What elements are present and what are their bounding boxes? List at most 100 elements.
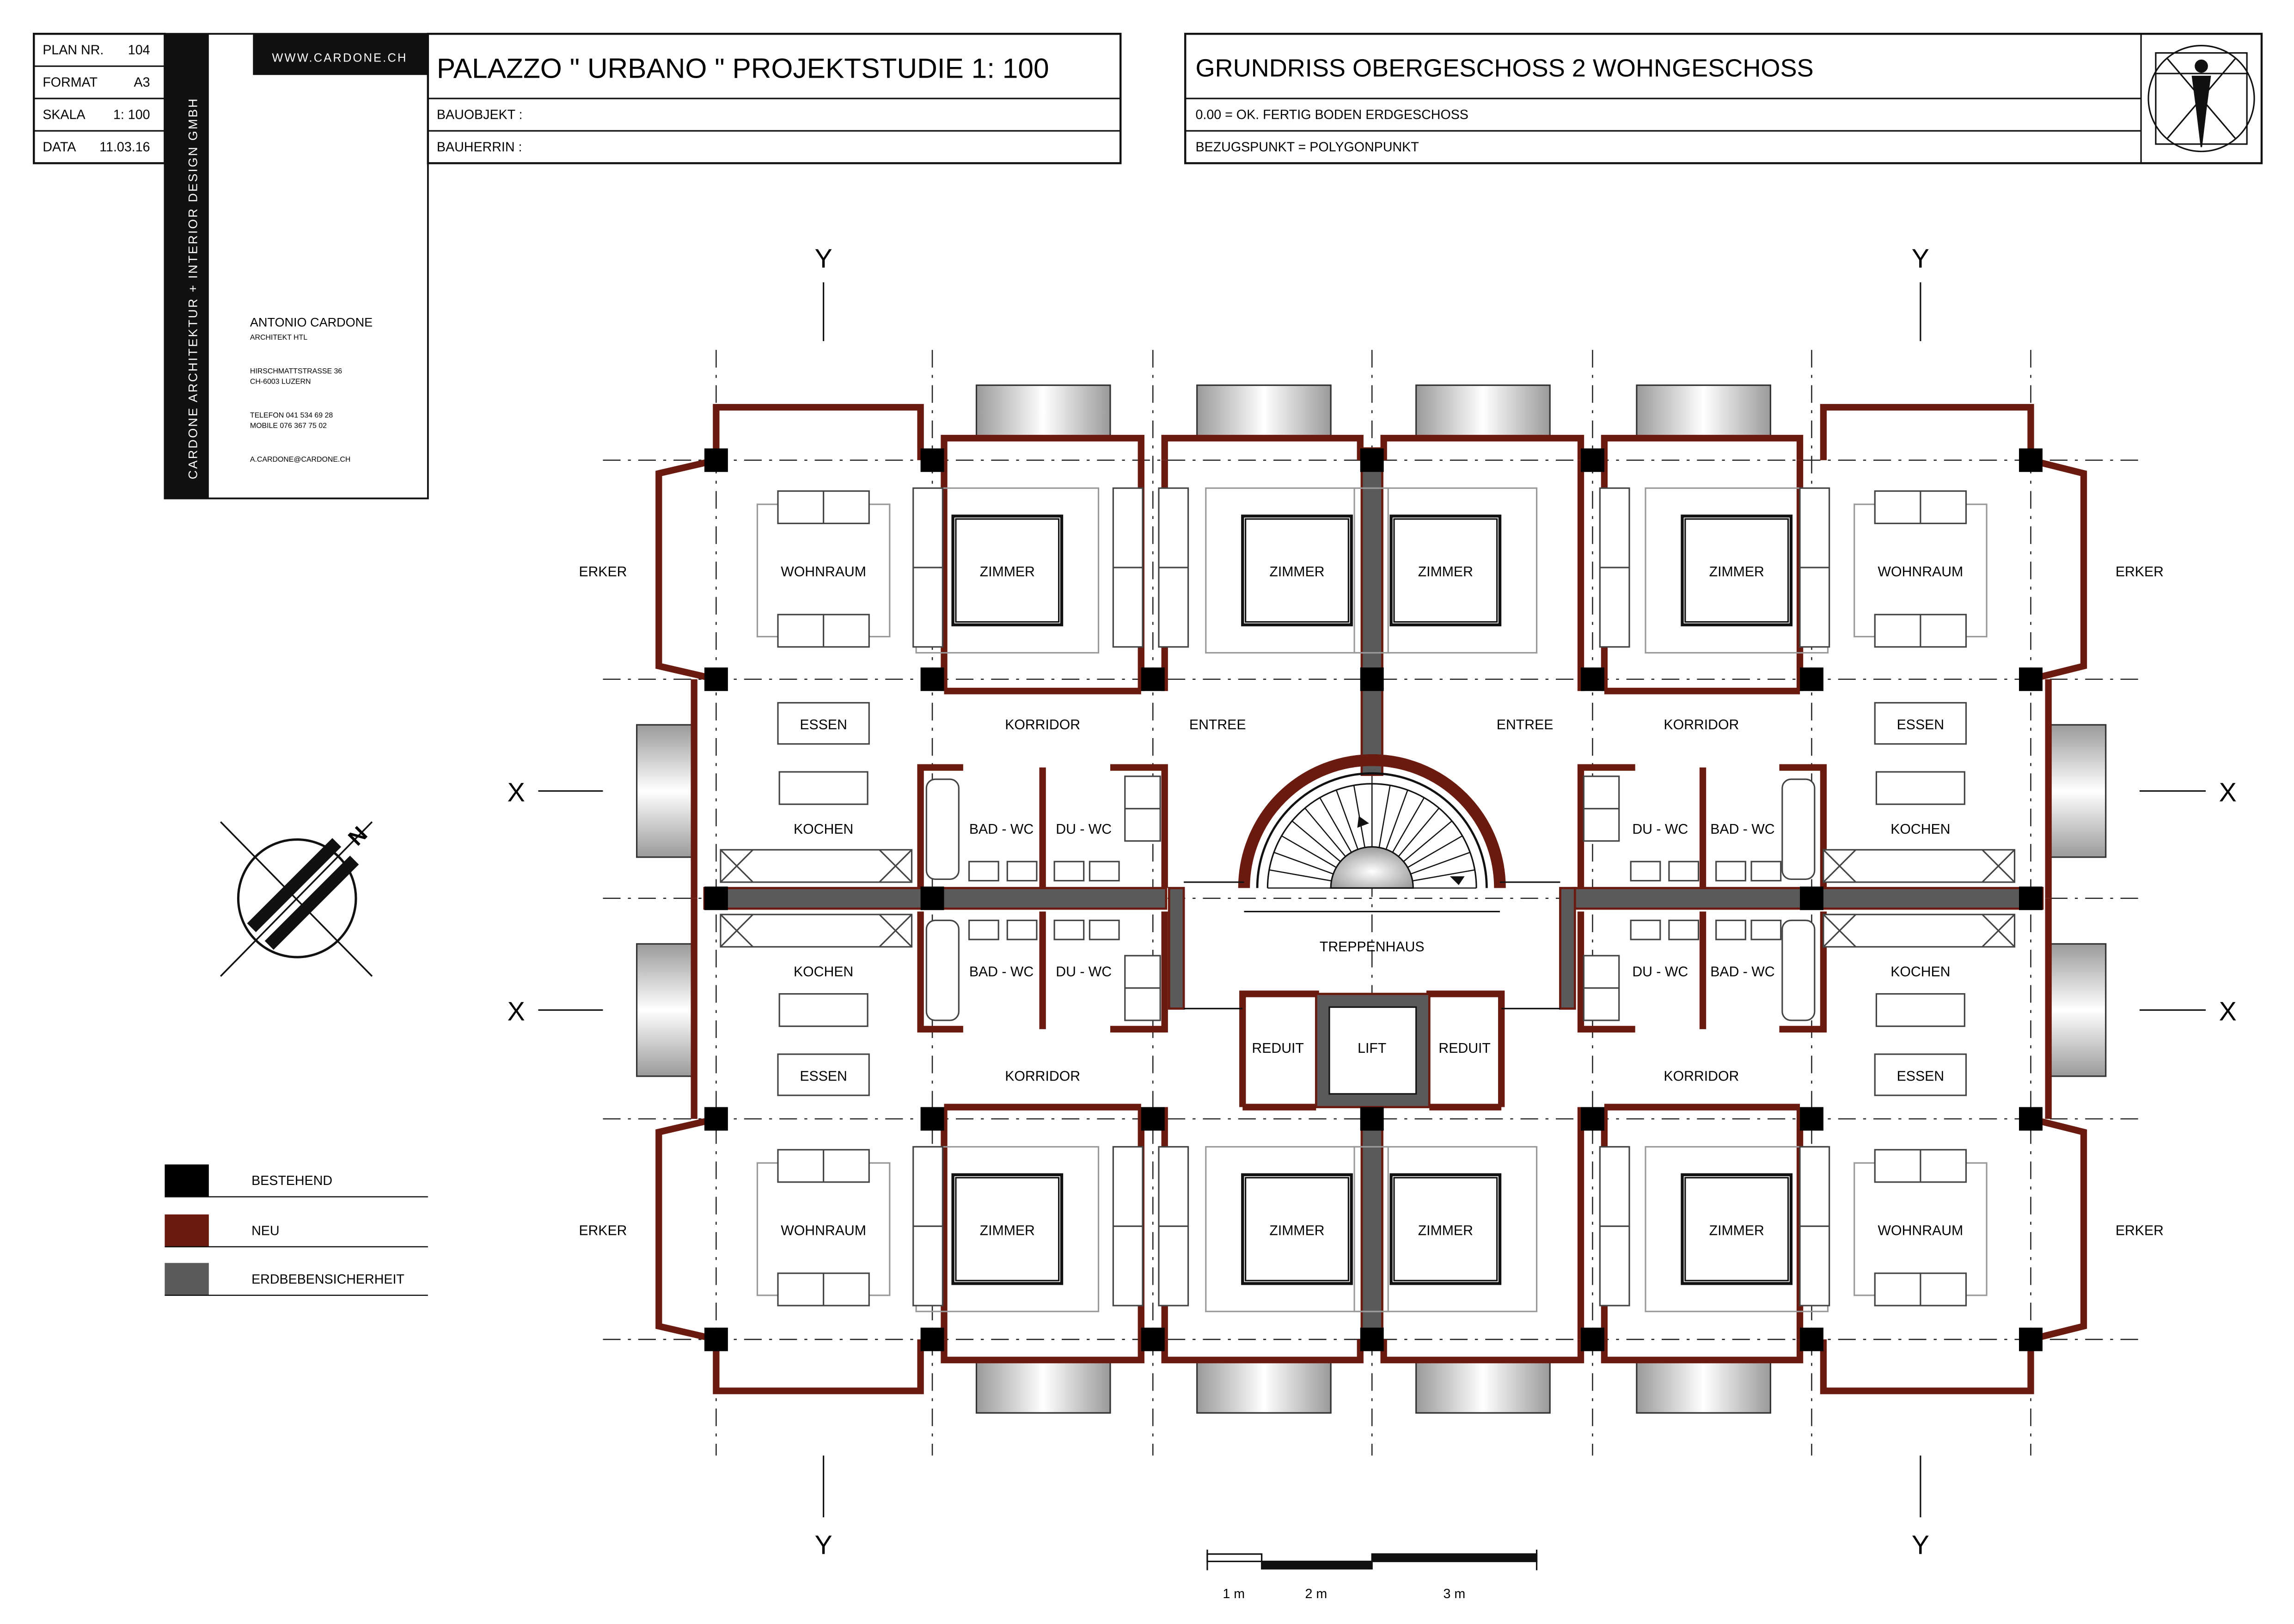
architect-title: ARCHITEKT HTL <box>250 334 307 342</box>
bed-inner <box>1245 518 1349 623</box>
stair-tread <box>1353 785 1366 848</box>
label-erker: ERKER <box>579 1223 627 1238</box>
title-block: PLAN NR. 104 FORMAT A3 SKALA 1: 100 DATA… <box>33 32 166 165</box>
existing-column <box>1580 1107 1604 1131</box>
axis-x-right-2: X <box>2219 997 2237 1026</box>
existing-column <box>2019 886 2043 910</box>
sanitary-fixture <box>1750 919 1782 940</box>
existing-column <box>1800 667 1823 691</box>
bed <box>1241 1173 1353 1285</box>
dining-table <box>1874 1053 1967 1096</box>
bed-inner <box>1245 1177 1349 1282</box>
sanitary-fixture <box>1750 861 1782 882</box>
sanitary-fixture <box>968 919 999 940</box>
label-du-wc: DU - WC <box>1632 822 1688 837</box>
company-vertical-name: CARDONE ARCHITEKTUR + INTERIOR DESIGN GM… <box>186 97 200 479</box>
project-block: PALAZZO " URBANO " PROJEKTSTUDIE 1: 100 … <box>427 32 1122 165</box>
label-zimmer: ZIMMER <box>980 1223 1035 1238</box>
existing-column <box>2019 448 2043 472</box>
existing-column <box>704 886 728 910</box>
existing-columns <box>704 448 2043 1351</box>
label-korridor: KORRIDOR <box>1664 717 1739 733</box>
kitchen-counter <box>720 914 913 948</box>
existing-column <box>1800 1107 1823 1131</box>
label-erker: ERKER <box>579 564 627 580</box>
stair-tread <box>1398 807 1440 857</box>
stair-tread <box>1385 789 1408 850</box>
format-label: FORMAT <box>43 75 98 90</box>
existing-column <box>1580 1327 1604 1351</box>
stair-tread <box>1281 835 1337 868</box>
label-reduit: REDUIT <box>1438 1041 1490 1056</box>
label-kochen: KOCHEN <box>794 822 853 837</box>
sanitary-fixture <box>1715 861 1746 882</box>
sanitary-fixture <box>1630 861 1661 882</box>
company-street: HIRSCHMATTSTRASSE 36 <box>250 367 342 375</box>
project-object-label: BAUOBJEKT : <box>437 108 523 122</box>
stove-mark <box>879 849 912 883</box>
label-du-wc: DU - WC <box>1056 964 1112 979</box>
label-entree: ENTREE <box>1189 717 1246 733</box>
stair-tread <box>1304 807 1346 857</box>
sanitary-fixture <box>1053 919 1085 940</box>
vitruvian-logo-icon <box>2147 45 2255 153</box>
label-zimmer: ZIMMER <box>1709 564 1764 580</box>
axis-x-left-2: X <box>508 997 525 1026</box>
bathtub <box>925 778 960 880</box>
legend-swatch-seismic <box>165 1263 209 1295</box>
sanitary-fixture <box>1668 919 1700 940</box>
balconies <box>636 384 2107 1414</box>
sink-mark <box>1823 849 1857 883</box>
existing-column <box>704 448 728 472</box>
bed <box>1389 514 1502 627</box>
bed <box>1681 1173 1793 1285</box>
seismic-walls <box>703 447 2044 1341</box>
axis-y-top-right: Y <box>1912 244 1929 274</box>
label-essen: ESSEN <box>1897 1068 1944 1084</box>
bed-inner <box>1684 1177 1789 1282</box>
label-essen: ESSEN <box>1897 717 1944 733</box>
sanitary-fixture <box>1715 919 1746 940</box>
plan-title: GRUNDRISS OBERGESCHOSS 2 WOHNGESCHOSS <box>1195 54 1813 82</box>
plan-nr-label: PLAN NR. <box>43 43 104 58</box>
label-bad-wc: BAD - WC <box>969 964 1034 979</box>
existing-column <box>1141 667 1165 691</box>
label-wohnraum: WOHNRAUM <box>781 564 866 580</box>
label-essen: ESSEN <box>800 717 847 733</box>
label-wohnraum: WOHNRAUM <box>1878 1223 1964 1238</box>
label-wohnraum: WOHNRAUM <box>781 1223 866 1238</box>
lift-shaft <box>1315 993 1431 1108</box>
label-bad-wc: BAD - WC <box>1710 822 1774 837</box>
existing-column <box>1360 448 1384 472</box>
label-zimmer: ZIMMER <box>980 564 1035 580</box>
label-bad-wc: BAD - WC <box>1710 964 1774 979</box>
axis-y-bottom-left: Y <box>815 1531 832 1560</box>
existing-column <box>920 1107 944 1131</box>
label-korridor: KORRIDOR <box>1664 1068 1739 1084</box>
legend-swatch-existing <box>165 1164 209 1197</box>
label-korridor: KORRIDOR <box>1005 717 1080 733</box>
company-email: A.CARDONE@CARDONE.CH <box>250 456 350 464</box>
scale-value: 1: 100 <box>113 108 150 122</box>
bed <box>1389 1173 1502 1285</box>
legend-label-existing: BESTEHEND <box>251 1173 332 1188</box>
reference-level: 0.00 = OK. FERTIG BODEN ERDGESCHOSS <box>1195 108 1468 122</box>
label-zimmer: ZIMMER <box>1418 1223 1473 1238</box>
bed <box>1241 514 1353 627</box>
bathtub <box>1781 778 1816 880</box>
stair-tread <box>1410 852 1470 875</box>
stair-tread <box>1407 835 1463 868</box>
label-reduit: REDUIT <box>1252 1041 1303 1056</box>
scale-label: SKALA <box>43 108 86 122</box>
furniture <box>720 487 2016 1313</box>
label-zimmer: ZIMMER <box>1269 1223 1324 1238</box>
bed-inner <box>1393 1177 1498 1282</box>
room-labels: ERKER ERKER ERKER ERKER WOHNRAUM WOHNRAU… <box>579 564 2164 1238</box>
label-du-wc: DU - WC <box>1632 964 1688 979</box>
existing-column <box>1360 1107 1384 1131</box>
scale-bar: 1 m 2 m 3 m <box>1206 1550 1538 1601</box>
bedroom-rug <box>1353 1146 1538 1313</box>
existing-column <box>1580 448 1604 472</box>
